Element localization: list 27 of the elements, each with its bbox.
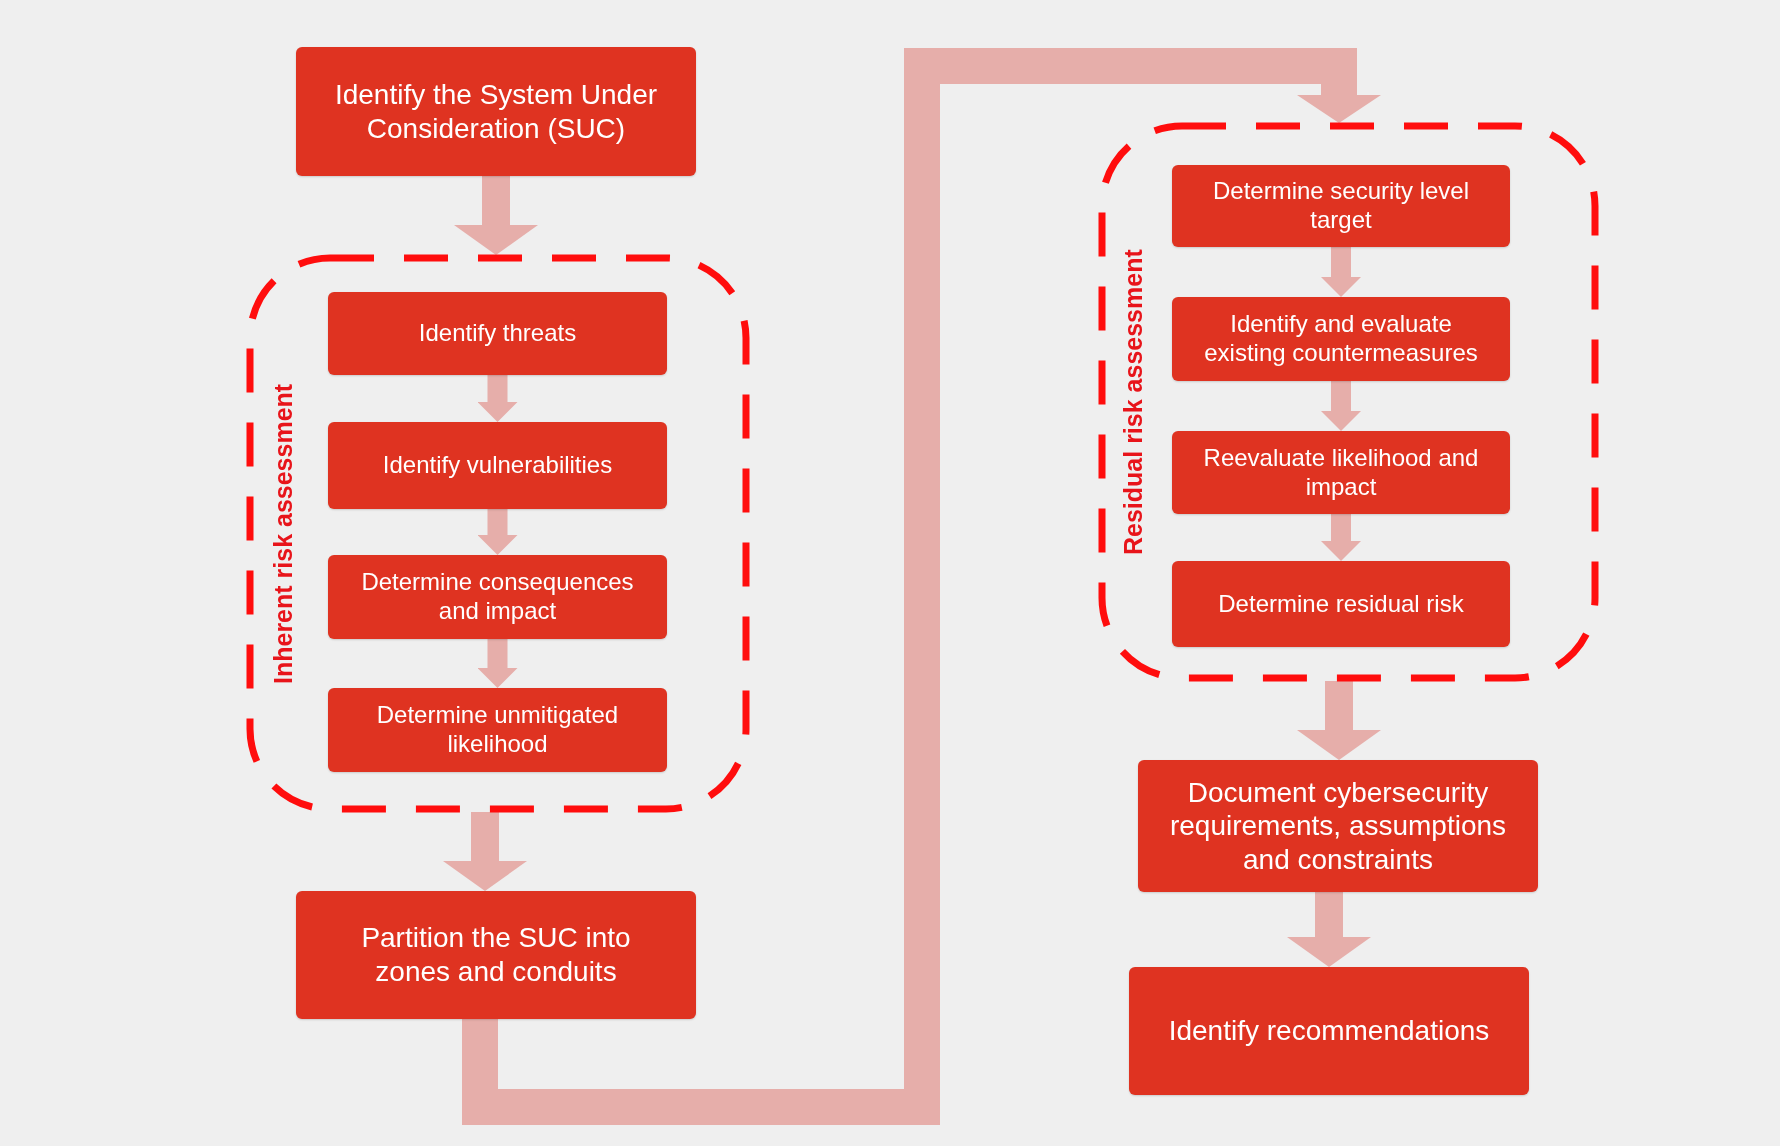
group-heading: Inherent risk assessment <box>267 382 298 686</box>
process-box: Determine unmitigated likelihood <box>328 688 667 772</box>
process-box: Identify the System Under Consideration (SUC) <box>296 47 696 176</box>
block-arrow <box>477 509 518 555</box>
process-box: Document cybersecurity requirements, assumptions and constraints <box>1138 760 1538 892</box>
process-box: Partition the SUC into zones and conduits <box>296 891 696 1019</box>
block-arrow <box>443 812 527 891</box>
block-arrow <box>477 375 518 422</box>
block-arrow <box>1287 892 1371 967</box>
block-arrow <box>477 639 518 688</box>
block-arrow <box>462 48 1381 1125</box>
process-box: Determine residual risk <box>1172 561 1510 647</box>
process-box: Determine consequences and impact <box>328 555 667 639</box>
dashed-group-border <box>1099 123 1598 681</box>
process-box: Reevaluate likelihood and impact <box>1172 431 1510 514</box>
block-arrow <box>1321 381 1361 431</box>
block-arrow <box>1297 681 1381 760</box>
block-arrow <box>1321 247 1361 297</box>
group-heading: Residual risk assessment <box>1117 248 1148 557</box>
process-box: Identify recommendations <box>1129 967 1529 1095</box>
block-arrow <box>454 176 538 255</box>
process-box: Identify and evaluate existing countermeasures <box>1172 297 1510 381</box>
block-arrow <box>1321 514 1361 561</box>
process-box: Determine security level target <box>1172 165 1510 247</box>
process-box: Identify threats <box>328 292 667 375</box>
dashed-group-border <box>247 255 749 812</box>
process-box: Identify vulnerabilities <box>328 422 667 509</box>
